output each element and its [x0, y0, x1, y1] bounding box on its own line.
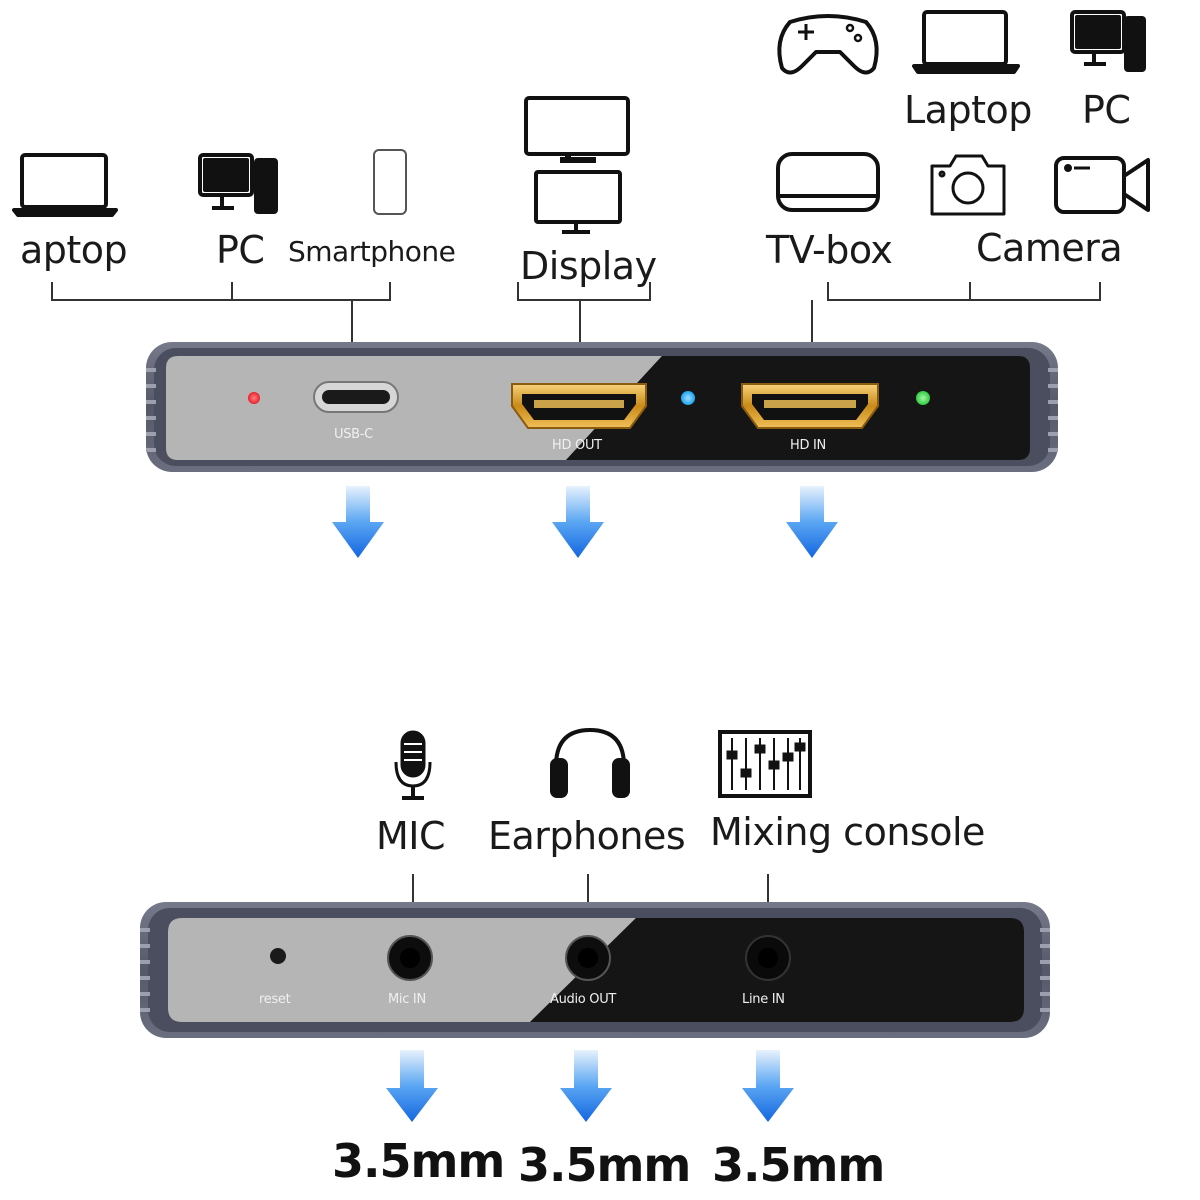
arrow-down-mic: [386, 1050, 438, 1122]
microphone-icon: [394, 730, 432, 800]
laptop-icon: [12, 153, 118, 217]
laptop-icon: [912, 10, 1020, 74]
hdmi-out-port: [511, 383, 647, 429]
label-mixing-console: Mixing console: [710, 810, 985, 854]
arrow-down-line-in: [742, 1050, 794, 1122]
capture-device-top: [146, 342, 1058, 472]
monitor-icon: [524, 96, 630, 234]
jack-size-audio-out: 3.5mm: [518, 1138, 691, 1192]
label-tv-box: TV-box: [766, 228, 893, 272]
mic-in-jack: [387, 935, 433, 981]
port-label-audio-out: Audio OUT: [550, 992, 617, 1007]
label-laptop-right: Laptop: [904, 88, 1032, 132]
port-label-hd-in: HD IN: [790, 438, 826, 453]
input-led: [916, 391, 930, 405]
label-laptop-left: aptop: [20, 228, 128, 272]
label-pc-right: PC: [1082, 88, 1131, 132]
arrow-down-usb: [332, 486, 384, 558]
port-label-mic-in: Mic IN: [388, 992, 426, 1007]
headphones-icon: [550, 727, 630, 798]
arrow-down-audio-out: [560, 1050, 612, 1122]
label-mic: MIC: [376, 814, 446, 858]
pc-icon: [198, 153, 278, 214]
audio-out-jack: [565, 935, 611, 981]
camera-icon: [930, 154, 1006, 216]
label-pc-left: PC: [216, 228, 265, 272]
label-display: Display: [520, 244, 657, 288]
port-label-hd-out: HD OUT: [552, 438, 602, 453]
hdmi-in-port: [741, 383, 879, 429]
arrow-down-hd-in: [786, 486, 838, 558]
line-in-jack: [745, 935, 791, 981]
label-camera: Camera: [976, 226, 1123, 270]
power-led: [248, 392, 260, 404]
reset-button[interactable]: [270, 948, 286, 964]
capture-device-bottom: [140, 902, 1050, 1038]
port-label-reset: reset: [259, 992, 291, 1007]
video-camera-icon: [1054, 156, 1150, 214]
jack-size-line-in: 3.5mm: [712, 1138, 885, 1192]
smartphone-icon: [373, 149, 407, 215]
usb-c-port: [313, 381, 399, 413]
tv-box-icon: [776, 152, 880, 212]
label-smartphone: Smartphone: [288, 235, 456, 268]
mixer-icon: [718, 730, 812, 798]
output-led: [681, 391, 695, 405]
gamepad-icon: [777, 14, 879, 75]
pc-icon: [1070, 10, 1146, 72]
port-label-line-in: Line IN: [742, 992, 785, 1007]
arrow-down-hd-out: [552, 486, 604, 558]
port-label-usb-c: USB-C: [334, 427, 373, 442]
jack-size-mic: 3.5mm: [332, 1134, 505, 1188]
label-earphones: Earphones: [488, 814, 686, 858]
